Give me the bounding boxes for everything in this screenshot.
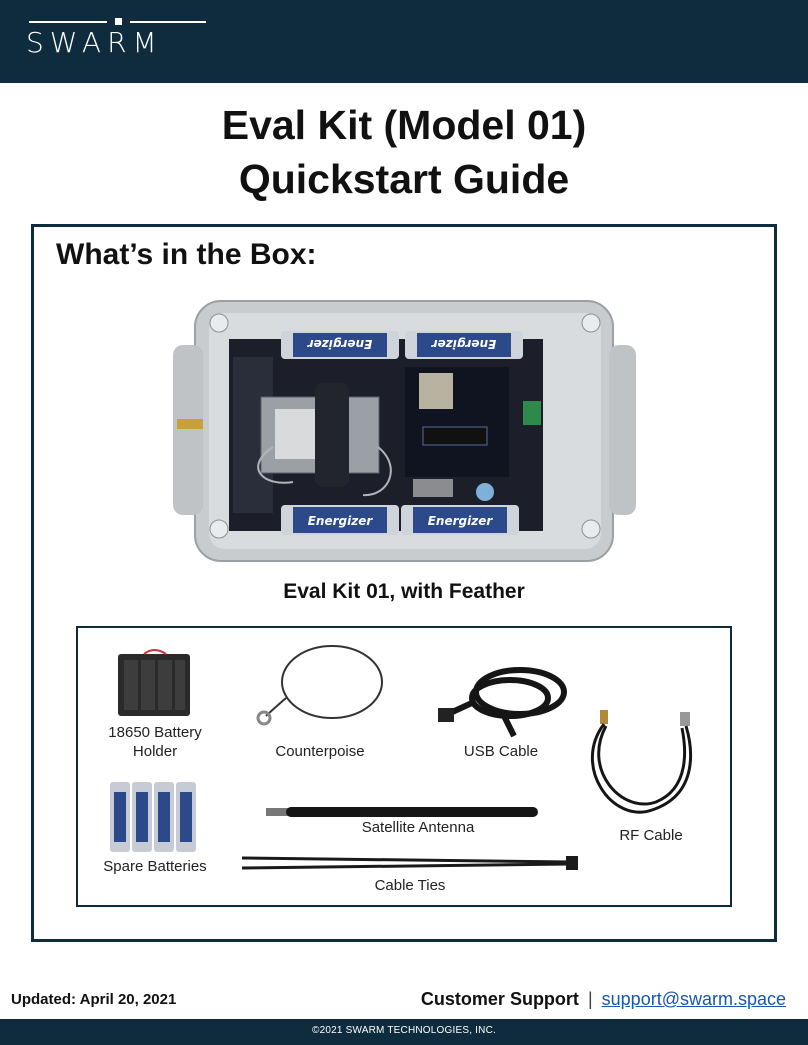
box-heading: What’s in the Box: bbox=[56, 238, 317, 271]
logo-line-right bbox=[130, 21, 206, 23]
battery-brand-label: Energizer bbox=[431, 337, 497, 351]
item-spare-batteries: Spare Batteries bbox=[103, 858, 207, 875]
battery-top-left: Energizer bbox=[281, 331, 399, 359]
spare-batteries-image bbox=[110, 782, 196, 852]
photo-caption: Eval Kit 01, with Feather bbox=[283, 580, 525, 603]
item-counterpoise: Counterpoise bbox=[275, 743, 365, 760]
page-title: Eval Kit (Model 01) Quickstart Guide bbox=[0, 98, 808, 206]
customer-support: Customer Support | support@swarm.space bbox=[421, 989, 786, 1010]
box-contents-frame bbox=[31, 224, 777, 942]
battery-bottom-right: Energizer bbox=[401, 505, 519, 535]
cable-ties-image bbox=[241, 856, 578, 870]
item-rf-cable: RF Cable bbox=[619, 827, 683, 844]
accessories-frame bbox=[76, 626, 732, 907]
logo-dot bbox=[115, 18, 122, 25]
battery-brand-label: Energizer bbox=[308, 514, 374, 528]
eval-kit-photo: Energizer Energizer Energizer Energizer bbox=[173, 300, 636, 562]
header-band: SWARM bbox=[0, 0, 808, 83]
satellite-antenna-image bbox=[266, 807, 538, 817]
updated-date: Updated: April 20, 2021 bbox=[11, 991, 177, 1008]
item-battery-holder-line2: Holder bbox=[132, 743, 178, 760]
logo-line-left bbox=[29, 21, 107, 23]
usb-cable-image bbox=[438, 667, 567, 738]
copyright-text: ©2021 SWARM TECHNOLOGIES, INC. bbox=[312, 1025, 496, 1036]
title-line-1: Eval Kit (Model 01) bbox=[221, 102, 587, 148]
item-usb-cable: USB Cable bbox=[463, 743, 539, 760]
battery-holder-image bbox=[118, 649, 190, 716]
item-battery-holder: 18650 Battery Holder bbox=[92, 723, 218, 761]
rf-cable-image bbox=[590, 710, 693, 814]
item-cable-ties: Cable Ties bbox=[374, 877, 446, 894]
support-email-link[interactable]: support@swarm.space bbox=[601, 989, 786, 1009]
support-separator: | bbox=[587, 989, 593, 1009]
battery-brand-label: Energizer bbox=[428, 514, 494, 528]
title-line-2: Quickstart Guide bbox=[238, 156, 570, 202]
battery-top-right: Energizer bbox=[405, 331, 523, 359]
battery-brand-label: Energizer bbox=[307, 337, 373, 351]
swarm-logo: SWARM bbox=[26, 16, 208, 62]
counterpoise-image bbox=[256, 645, 383, 726]
item-battery-holder-line1: 18650 Battery bbox=[108, 724, 202, 741]
support-label: Customer Support bbox=[420, 989, 579, 1009]
logo-text: SWARM bbox=[26, 26, 163, 59]
battery-bottom-left: Energizer bbox=[281, 505, 399, 535]
item-satellite-antenna: Satellite Antenna bbox=[361, 819, 475, 836]
footer-band: ©2021 SWARM TECHNOLOGIES, INC. bbox=[0, 1019, 808, 1045]
